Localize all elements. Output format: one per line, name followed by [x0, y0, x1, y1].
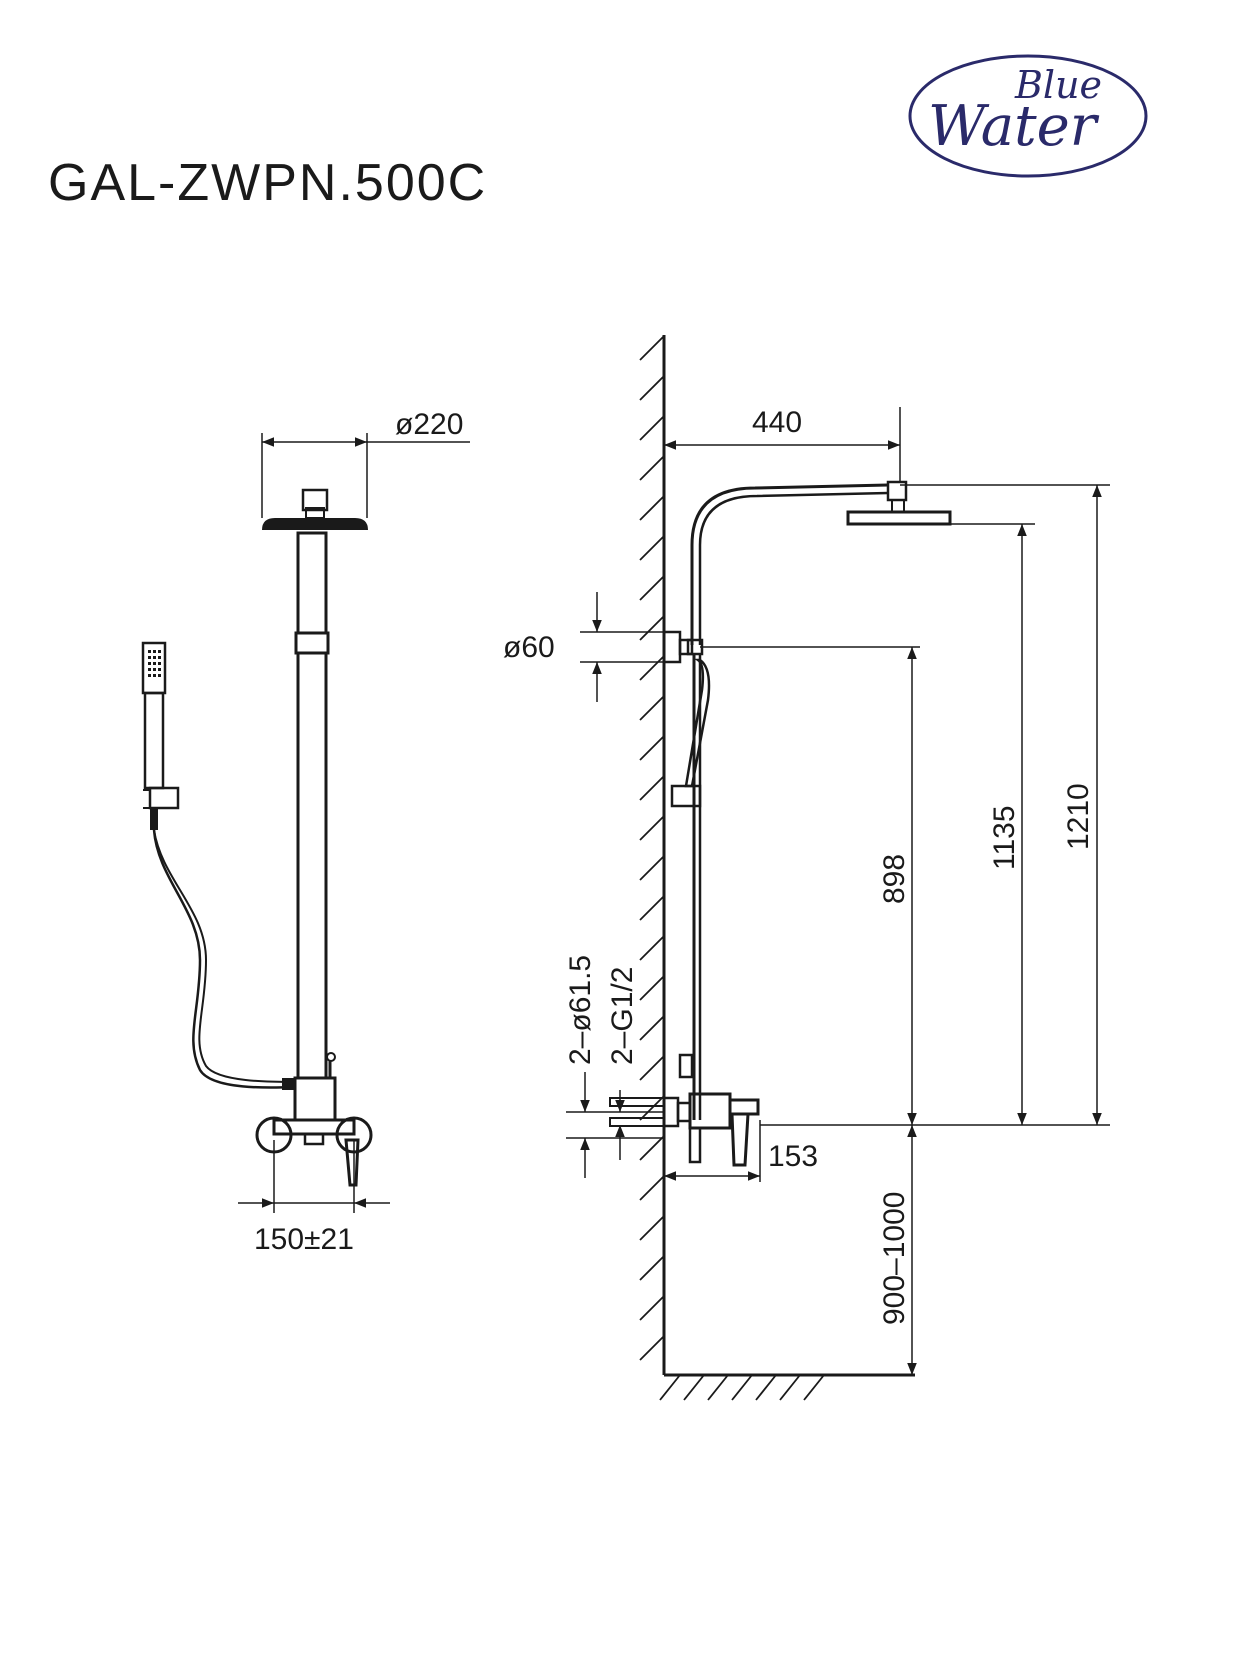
dim-flange-dia: 2–ø61.5: [564, 955, 597, 1065]
dim-thread: 2–G1/2: [606, 967, 639, 1065]
logo-line2: Water: [928, 94, 1100, 159]
dim-mixer-height: 900–1000: [878, 1192, 911, 1325]
brand-logo: Blue Water: [908, 54, 1148, 178]
front-view: ø220: [141, 408, 470, 1256]
riser-pipe-front: [293, 531, 337, 1122]
dim-head-height: 1135: [988, 805, 1021, 870]
mixer-side: [609, 1092, 760, 1167]
riser-side: [662, 630, 711, 1120]
dim-outlet-projection: 153: [768, 1140, 818, 1173]
dim-total-height: 1210: [1062, 783, 1095, 850]
dim-head-diameter: ø220: [395, 408, 463, 441]
wall: [639, 335, 915, 1401]
dim-wall-flange: ø60: [503, 631, 555, 664]
model-title: GAL-ZWPN.500C: [48, 154, 487, 212]
dim-mixer-spacing: 150±21: [254, 1223, 354, 1256]
dim-arm-reach: 440: [752, 406, 802, 439]
hand-shower: [141, 641, 296, 1090]
shower-head-front: [262, 488, 368, 532]
logo-line1: Blue: [1014, 63, 1102, 107]
overhead-arm-side: [690, 480, 952, 645]
dim-bracket-height: 898: [878, 854, 911, 904]
side-view: 440: [503, 335, 1110, 1401]
